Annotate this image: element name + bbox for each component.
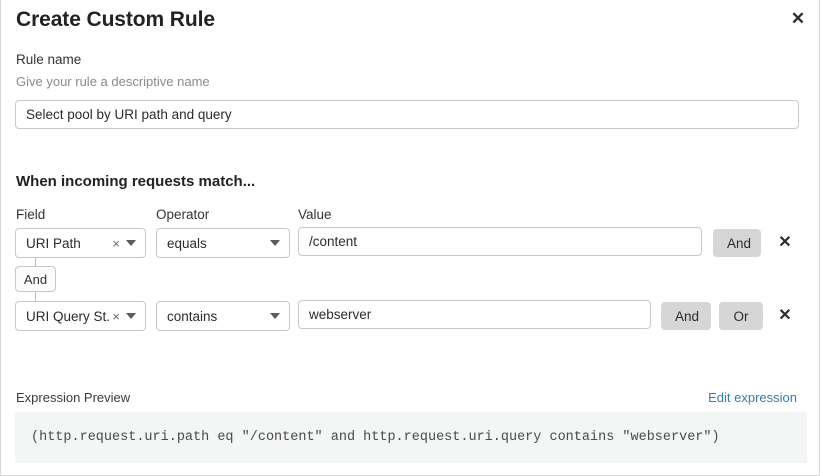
add-and-condition-button-2[interactable]: And bbox=[661, 302, 711, 330]
expression-preview-code: (http.request.uri.path eq "/content" and… bbox=[15, 412, 807, 463]
column-header-field: Field bbox=[16, 207, 46, 222]
column-header-operator: Operator bbox=[156, 207, 210, 222]
value-input-2[interactable] bbox=[298, 300, 651, 329]
connector-line-bottom bbox=[35, 292, 36, 302]
operator-select-2[interactable]: contains bbox=[156, 301, 290, 331]
value-input-1[interactable] bbox=[298, 227, 702, 256]
close-icon[interactable]: ✕ bbox=[790, 8, 806, 28]
field-select-1[interactable]: URI Path × bbox=[15, 228, 146, 258]
rule-name-helper-text: Give your rule a descriptive name bbox=[16, 74, 210, 89]
delete-row-icon-2[interactable]: ✕ bbox=[778, 307, 792, 324]
operator-select-2-value: contains bbox=[167, 308, 218, 324]
field-select-2-value: URI Query St... bbox=[26, 308, 111, 324]
delete-row-icon-1[interactable]: ✕ bbox=[778, 234, 792, 251]
add-and-condition-button-1[interactable]: And bbox=[713, 229, 761, 257]
dialog-title: Create Custom Rule bbox=[16, 8, 215, 31]
edit-expression-link[interactable]: Edit expression bbox=[708, 390, 797, 405]
operator-select-1[interactable]: equals bbox=[156, 228, 290, 258]
clear-icon[interactable]: × bbox=[112, 308, 120, 324]
field-select-1-value: URI Path bbox=[26, 235, 81, 251]
rule-name-input[interactable] bbox=[15, 100, 799, 129]
rule-name-label: Rule name bbox=[16, 52, 82, 67]
matcher-section-heading: When incoming requests match... bbox=[16, 173, 256, 190]
chevron-down-icon bbox=[270, 240, 280, 246]
column-header-value: Value bbox=[298, 207, 332, 222]
chevron-down-icon bbox=[126, 313, 136, 319]
field-select-2[interactable]: URI Query St... × bbox=[15, 301, 146, 331]
operator-select-1-value: equals bbox=[167, 235, 207, 251]
chevron-down-icon bbox=[126, 240, 136, 246]
condition-row: URI Path × equals And ✕ bbox=[1, 227, 819, 260]
connector-and-badge[interactable]: And bbox=[15, 266, 56, 292]
clear-icon[interactable]: × bbox=[112, 235, 120, 251]
add-or-condition-button-2[interactable]: Or bbox=[719, 302, 763, 330]
expression-preview-label: Expression Preview bbox=[16, 390, 131, 405]
condition-row: URI Query St... × contains And Or ✕ bbox=[1, 300, 819, 333]
chevron-down-icon bbox=[270, 313, 280, 319]
connector-line-top bbox=[35, 258, 36, 266]
